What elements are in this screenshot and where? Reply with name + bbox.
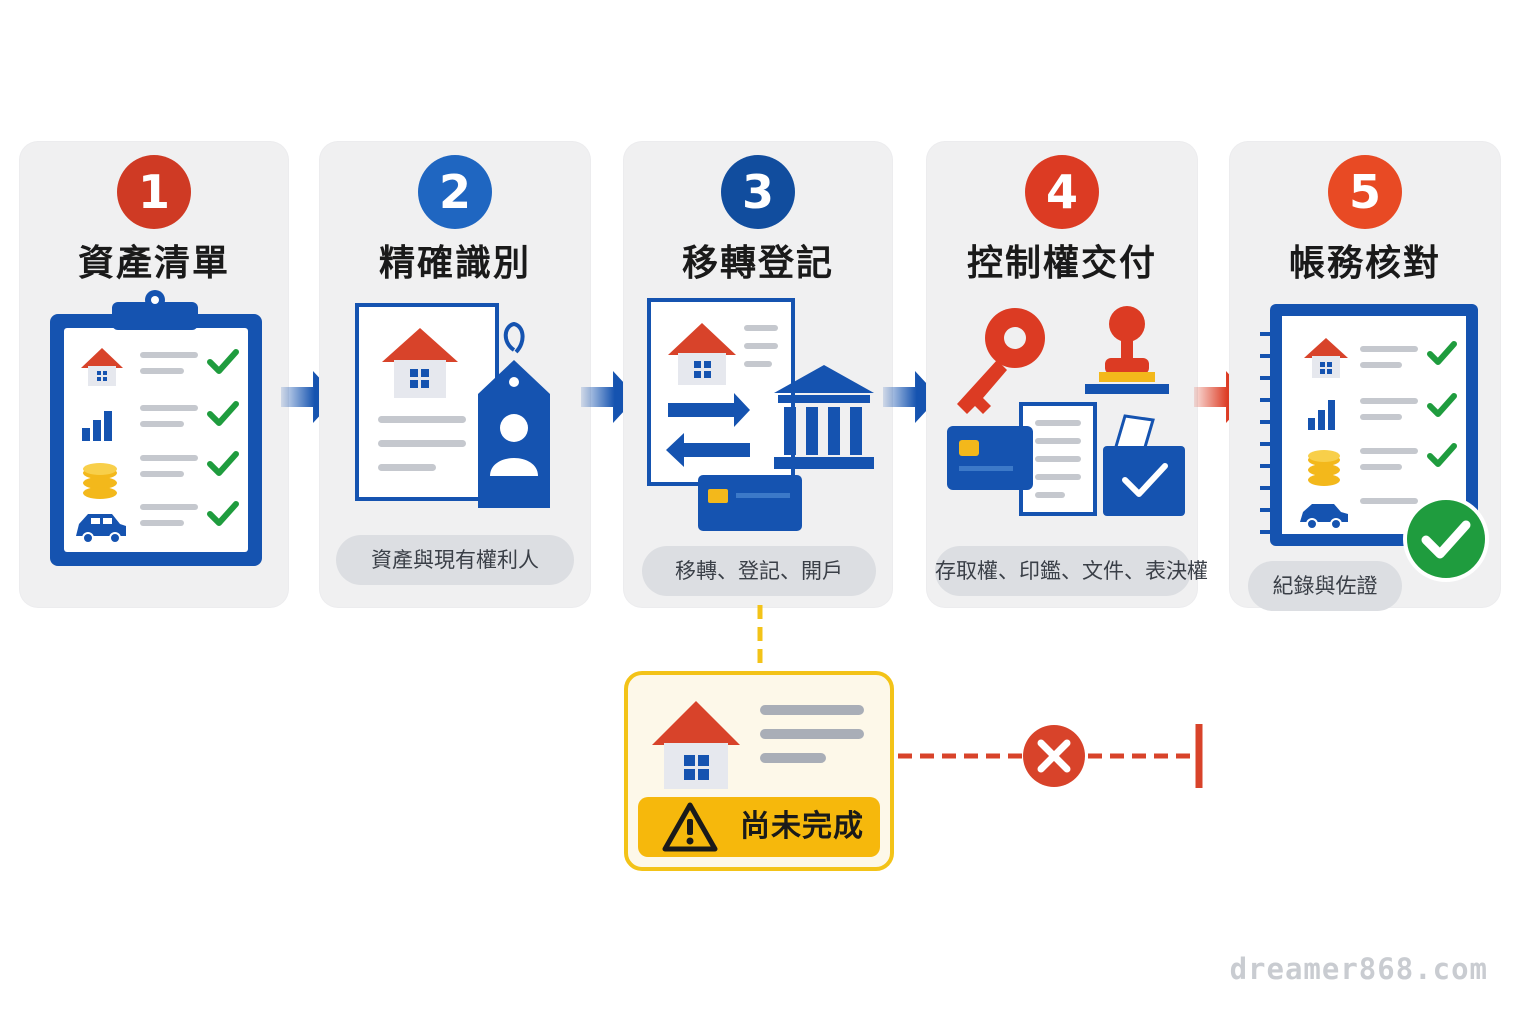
step-title: 資產清單: [77, 243, 230, 284]
step-number-badge: 1: [117, 155, 191, 229]
warning-status-badge: 尚未完成: [638, 797, 880, 857]
step-title: 帳務核對: [1288, 243, 1441, 284]
step-card-4: 4 控制權交付 存取權、印鑑、文件、表決權: [927, 142, 1208, 607]
step-card-2: 2 精確識別 資產與現有權利人: [320, 142, 590, 607]
key-stamp-card-icon: [947, 306, 1185, 516]
step-number-badge: 3: [721, 155, 795, 229]
warning-label: 尚未完成: [740, 809, 864, 844]
blocked-x-icon: [898, 724, 1203, 788]
step-caption: 資產與現有權利人: [336, 535, 574, 585]
check-circle-icon: [1403, 496, 1489, 582]
step-number-badge: 2: [418, 155, 492, 229]
connector-line: [757, 605, 763, 673]
step-title: 移轉登記: [681, 243, 834, 284]
incomplete-warning-card: 尚未完成: [624, 671, 894, 871]
step-caption: 移轉、登記、開戶: [642, 546, 876, 596]
document-tag-icon: [355, 303, 550, 508]
step-card-5: 5 帳務核對 紀錄與佐證: [1230, 142, 1500, 611]
step-caption: 紀錄與佐證: [1248, 561, 1402, 611]
step-caption: 存取權、印鑑、文件、表決權: [935, 546, 1208, 596]
step-card-3: 3 移轉登記 移轉、登記、開戶: [624, 142, 892, 607]
arrow-right-icon: [883, 371, 939, 423]
ledger-check-icon: [1260, 304, 1478, 546]
watermark: dreamer868.com: [1229, 952, 1488, 986]
transfer-bank-icon: [647, 298, 874, 531]
clipboard-checklist-icon: [50, 290, 262, 566]
step-card-1: 1 資產清單: [20, 142, 288, 607]
warning-icon: [662, 802, 718, 852]
house-document-icon: [652, 701, 864, 789]
step-number-badge: 4: [1025, 155, 1099, 229]
step-number-badge: 5: [1328, 155, 1402, 229]
arrow-right-icon: [581, 371, 637, 423]
step-title: 精確識別: [378, 243, 531, 284]
step-title: 控制權交付: [966, 243, 1157, 284]
